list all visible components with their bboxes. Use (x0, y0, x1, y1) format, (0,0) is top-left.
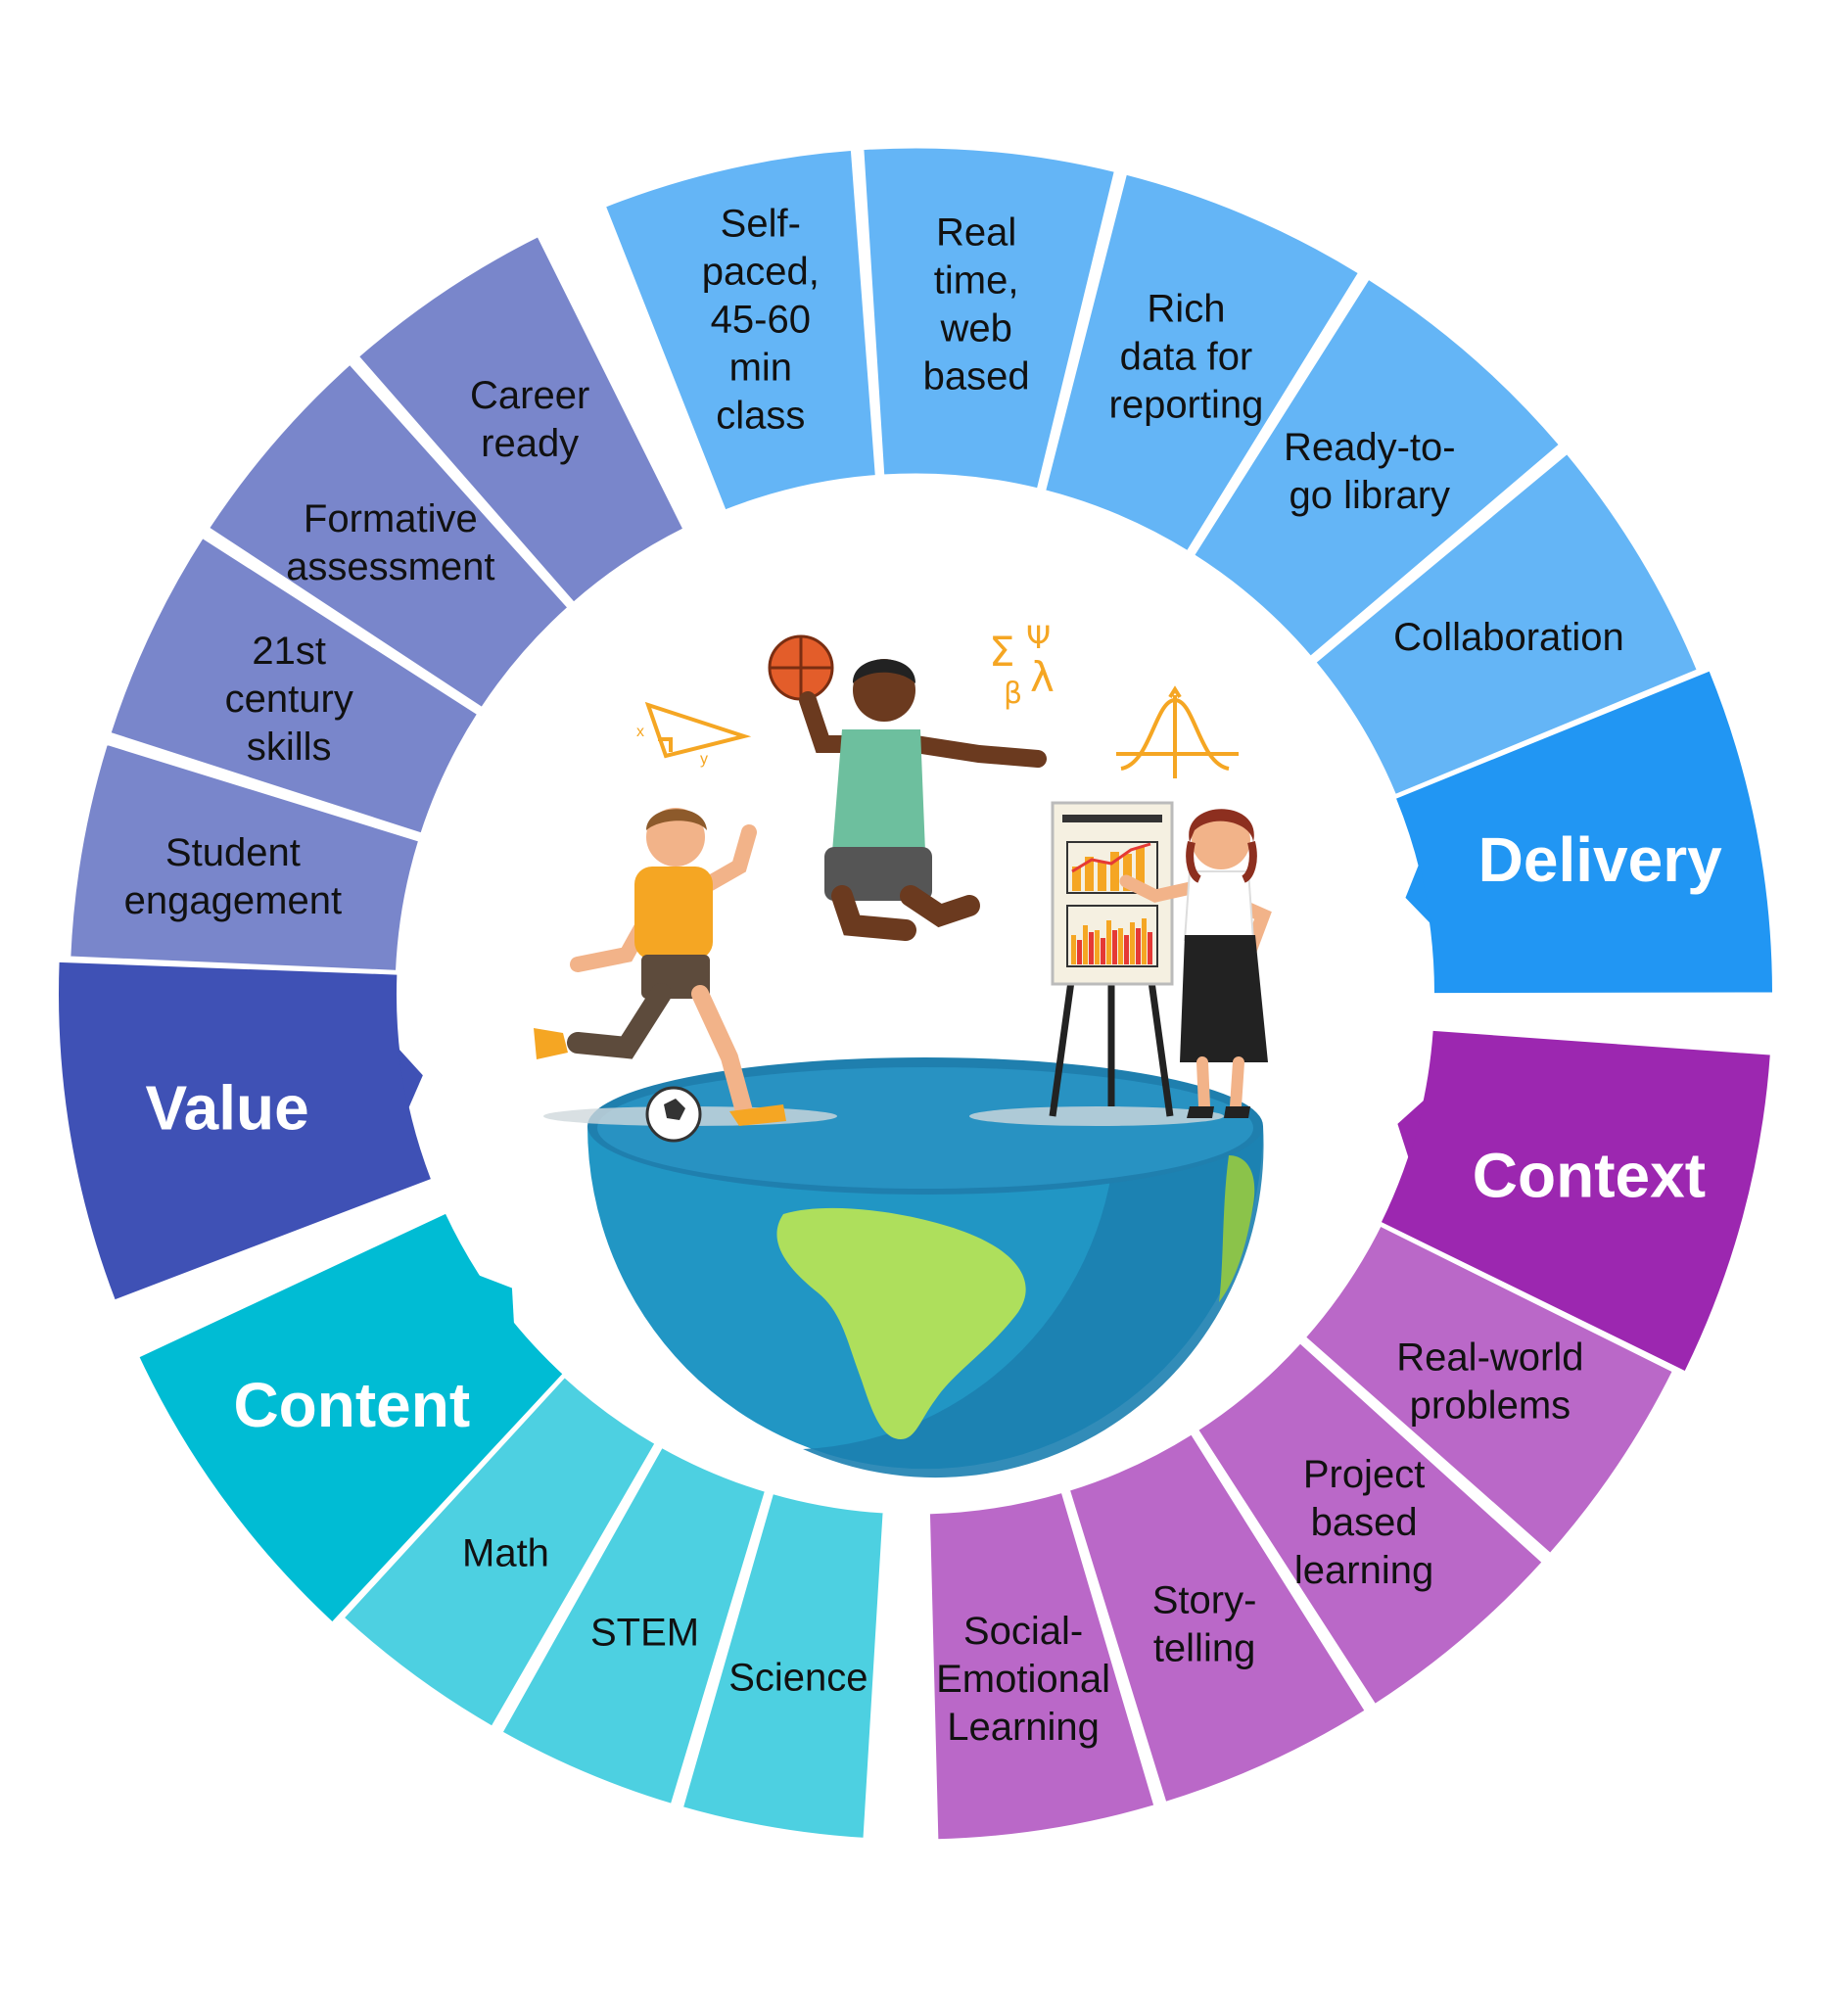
content-item-label-1: STEM (590, 1611, 699, 1654)
delivery-item-label-2-line-2: reporting (1109, 384, 1264, 427)
context-header-segment (1381, 1030, 1770, 1371)
value-header-segment (58, 961, 431, 1300)
context-header-pointer (1397, 1098, 1427, 1160)
math-symbols: Σ Ψ β λ (989, 610, 1064, 713)
presenter-icon (1119, 809, 1272, 1118)
content-segment-2 (340, 1374, 659, 1730)
delivery-item-label-2-line-1: data for (1120, 336, 1253, 379)
delivery-segment-3 (1191, 276, 1563, 660)
content-item-label-2: Math (462, 1531, 549, 1574)
context-item-label-1: Project based learning (1294, 1453, 1433, 1592)
context-item-label-3-line-1: Emotional (936, 1658, 1110, 1701)
sigma-symbol: Σ (989, 628, 1015, 676)
context-segment-1 (1195, 1339, 1546, 1708)
chart-board-icon (1049, 801, 1174, 1117)
value-item-label-0: Student engagement (124, 831, 342, 922)
value-header-label: Value (145, 1072, 308, 1143)
value-item-label-3-line-0: Career (470, 374, 589, 417)
value-item-label-1-line-0: 21st (252, 630, 326, 673)
triangle-ruler-icon: x y (636, 701, 752, 768)
delivery-segment-0 (602, 147, 878, 513)
value-segment-0 (68, 741, 422, 973)
content-item-label-1-line-0: STEM (590, 1611, 699, 1654)
delivery-header-segment (1396, 671, 1772, 994)
delivery-item-label-2: Rich data for reporting (1109, 288, 1264, 427)
value-segment-2 (206, 361, 572, 711)
value-item-label-3-line-1: ready (481, 422, 579, 465)
center-illustration: x y Σ Ψ β λ (534, 610, 1272, 1478)
basketball-player-icon (768, 634, 1047, 941)
delivery-item-label-0-line-2: 45-60 (711, 298, 811, 341)
content-segment-1 (498, 1444, 769, 1807)
value-item-label-2: Formative assessment (286, 497, 494, 588)
delivery-item-label-3: Ready-to-go library (1284, 426, 1456, 517)
context-item-label-1-line-0: Project (1303, 1453, 1426, 1496)
content-header-pointer (476, 1274, 515, 1327)
context-item-label-2-line-0: Story- (1152, 1579, 1257, 1622)
content-item-label-2-line-0: Math (462, 1531, 549, 1574)
context-item-label-1-line-2: learning (1294, 1549, 1433, 1592)
context-item-label-1-line-1: based (1311, 1501, 1418, 1544)
svg-text:x: x (636, 724, 644, 740)
bell-curve-icon (1116, 685, 1239, 778)
context-item-label-0-line-1: problems (1410, 1384, 1571, 1428)
delivery-item-label-1-line-1: time, (934, 259, 1019, 303)
delivery-item-label-2-line-0: Rich (1147, 288, 1225, 331)
value-item-label-1: 21st century skills (225, 630, 353, 769)
delivery-item-label-0-line-3: min (729, 346, 792, 389)
value-item-label-1-line-2: skills (247, 726, 332, 769)
delivery-segment-2 (1042, 171, 1362, 554)
lambda-symbol: λ (1030, 653, 1055, 701)
delivery-header-label: Delivery (1478, 824, 1722, 895)
context-item-label-3-line-0: Social- (963, 1610, 1083, 1653)
delivery-item-label-1-line-2: web (939, 307, 1011, 351)
value-segment-1 (107, 535, 481, 836)
svg-text:y: y (700, 751, 708, 768)
content-item-label-0-line-0: Science (728, 1656, 868, 1699)
wheel-segments (58, 145, 1772, 1843)
delivery-item-label-0-line-4: class (716, 394, 805, 437)
value-item-label-2-line-1: assessment (286, 545, 494, 588)
context-item-label-3-line-2: Learning (947, 1706, 1100, 1749)
delivery-item-label-0-line-0: Self- (721, 202, 801, 245)
context-segment-2 (1066, 1430, 1369, 1805)
context-segment-0 (1302, 1223, 1676, 1557)
delivery-item-label-3-line-0: Ready-to- (1284, 426, 1456, 469)
beta-symbol: β (1004, 677, 1022, 711)
content-item-label-0: Science (728, 1656, 868, 1699)
value-item-label-0-line-0: Student (165, 831, 301, 874)
delivery-item-label-1-line-0: Real (936, 211, 1016, 255)
delivery-item-label-1-line-3: based (923, 355, 1030, 399)
context-segment-3 (926, 1489, 1157, 1843)
delivery-item-label-3-line-1: go library (1290, 474, 1451, 517)
delivery-segment-1 (861, 145, 1118, 492)
content-segment-0 (680, 1490, 886, 1842)
value-segment-3 (355, 233, 686, 606)
delivery-item-label-0-line-1: paced, (702, 250, 820, 293)
delivery-item-label-0: Self-paced, 45-60 min class (702, 202, 820, 437)
delivery-segment-4 (1312, 450, 1701, 798)
value-header-pointer (397, 1047, 423, 1110)
psi-symbol: Ψ (1026, 619, 1051, 656)
delivery-item-label-4: Collaboration (1393, 616, 1624, 659)
value-item-label-0-line-1: engagement (124, 879, 342, 922)
delivery-item-label-4-line-0: Collaboration (1393, 616, 1624, 659)
value-item-label-3: Career ready (470, 374, 589, 465)
value-item-label-2-line-0: Formative (304, 497, 478, 540)
globe-icon (543, 1057, 1264, 1478)
context-item-label-0-line-0: Real-world (1396, 1336, 1583, 1380)
content-header-segment (139, 1213, 563, 1621)
context-header-label: Context (1473, 1141, 1706, 1211)
content-header-label: Content (233, 1370, 470, 1440)
value-item-label-1-line-1: century (225, 678, 353, 721)
context-item-label-2-line-1: telling (1153, 1627, 1256, 1670)
soccer-player-icon (534, 808, 786, 1143)
context-item-label-2: Story-telling (1152, 1579, 1257, 1670)
delivery-header-pointer (1405, 862, 1432, 925)
